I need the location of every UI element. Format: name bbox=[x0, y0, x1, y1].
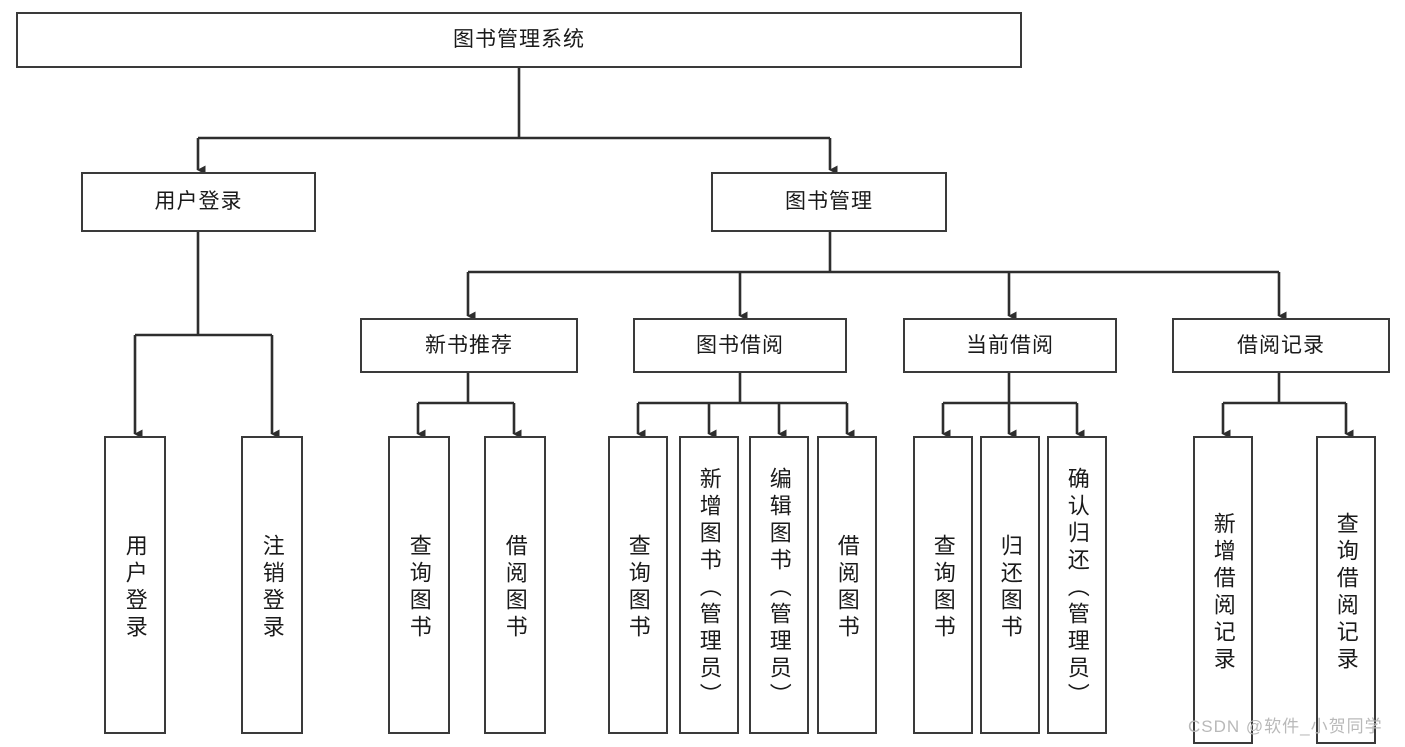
leaf-label: 新增图书（管理员） bbox=[696, 466, 722, 710]
node-book-borrow-label: 图书借阅 bbox=[696, 333, 784, 357]
node-root[interactable]: 图书管理系统 bbox=[16, 12, 1022, 68]
leaf-new-book-query[interactable]: 查询图书 bbox=[388, 436, 450, 734]
leaf-label: 注销登录 bbox=[259, 534, 285, 642]
leaf-borrow-borrow-book[interactable]: 借阅图书 bbox=[817, 436, 877, 734]
leaf-label: 用户登录 bbox=[122, 534, 148, 642]
leaf-label: 查询图书 bbox=[406, 534, 432, 642]
leaf-current-return-book[interactable]: 归还图书 bbox=[980, 436, 1040, 734]
node-borrow-record[interactable]: 借阅记录 bbox=[1172, 318, 1390, 373]
node-book-management-label: 图书管理 bbox=[785, 190, 873, 214]
node-root-label: 图书管理系统 bbox=[453, 28, 585, 52]
node-borrow-record-label: 借阅记录 bbox=[1237, 333, 1325, 357]
node-current-borrow[interactable]: 当前借阅 bbox=[903, 318, 1117, 373]
leaf-new-book-borrow[interactable]: 借阅图书 bbox=[484, 436, 546, 734]
node-user-login[interactable]: 用户登录 bbox=[81, 172, 316, 232]
leaf-user-login-logout[interactable]: 注销登录 bbox=[241, 436, 303, 734]
leaf-label: 借阅图书 bbox=[834, 534, 860, 642]
leaf-current-confirm-return-admin[interactable]: 确认归还（管理员） bbox=[1047, 436, 1107, 734]
leaf-borrow-edit-book-admin[interactable]: 编辑图书（管理员） bbox=[749, 436, 809, 734]
leaf-label: 查询图书 bbox=[625, 534, 651, 642]
csdn-watermark: CSDN @软件_小贺同学 bbox=[1188, 717, 1383, 736]
leaf-label: 查询借阅记录 bbox=[1333, 512, 1359, 674]
leaf-label: 编辑图书（管理员） bbox=[766, 466, 792, 710]
node-book-borrow[interactable]: 图书借阅 bbox=[633, 318, 847, 373]
leaf-label: 归还图书 bbox=[997, 534, 1023, 642]
leaf-label: 确认归还（管理员） bbox=[1064, 466, 1090, 710]
leaf-label: 查询图书 bbox=[930, 534, 956, 642]
leaf-label: 新增借阅记录 bbox=[1210, 512, 1236, 674]
node-book-management[interactable]: 图书管理 bbox=[711, 172, 947, 232]
node-user-login-label: 用户登录 bbox=[154, 190, 243, 214]
leaf-borrow-add-book-admin[interactable]: 新增图书（管理员） bbox=[679, 436, 739, 734]
leaf-record-query[interactable]: 查询借阅记录 bbox=[1316, 436, 1376, 744]
node-current-borrow-label: 当前借阅 bbox=[966, 333, 1054, 357]
node-new-book-recommend[interactable]: 新书推荐 bbox=[360, 318, 578, 373]
leaf-label: 借阅图书 bbox=[502, 534, 528, 642]
leaf-user-login-login[interactable]: 用户登录 bbox=[104, 436, 166, 734]
leaf-borrow-query-book[interactable]: 查询图书 bbox=[608, 436, 668, 734]
node-new-book-recommend-label: 新书推荐 bbox=[425, 333, 513, 357]
leaf-record-add[interactable]: 新增借阅记录 bbox=[1193, 436, 1253, 744]
leaf-current-query-book[interactable]: 查询图书 bbox=[913, 436, 973, 734]
